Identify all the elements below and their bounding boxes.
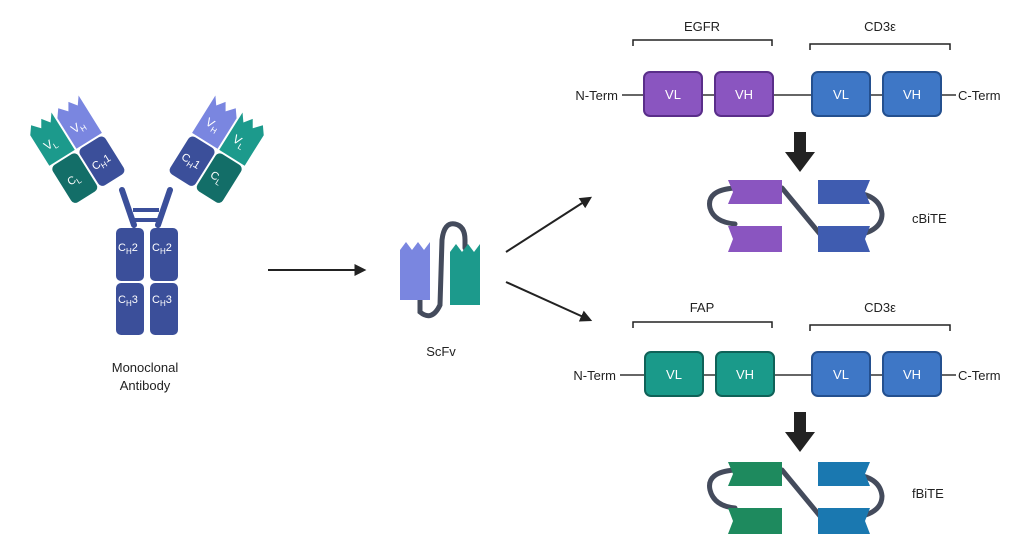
antibody-caption-line2: Antibody <box>120 378 171 393</box>
cbite-egfr-domain-upper <box>728 180 782 204</box>
down-arrow-top <box>785 132 815 172</box>
fbite-fap-domain-lower <box>728 508 782 534</box>
arrow-scfv-to-cbite <box>505 196 593 253</box>
fab-arm-right: VH VL CH1 CL <box>169 95 264 203</box>
cd3-vl-label-bottom: VL <box>833 367 849 382</box>
fap-vl-domain <box>644 351 704 397</box>
cbite-cd3-domain-lower <box>818 226 870 252</box>
cl-label-right: CL <box>207 169 225 188</box>
label-cd3-bottom: CD3ε <box>864 300 896 315</box>
arrow-scfv-to-fbite <box>505 281 593 322</box>
ch1-domain-right <box>169 136 215 186</box>
cd3-vh-domain-top <box>882 71 942 117</box>
cbite-structure <box>707 180 885 252</box>
n-term-bottom: N-Term <box>573 368 616 383</box>
vl-domain-right <box>219 112 264 166</box>
cbite-egfr-domain-lower <box>728 226 782 252</box>
vh-domain-left <box>57 95 102 149</box>
ch2-domain-right <box>150 228 178 281</box>
vl-domain-left <box>30 112 75 166</box>
label-fap: FAP <box>690 300 715 315</box>
fap-vh-domain <box>715 351 775 397</box>
egfr-vl-domain <box>643 71 703 117</box>
cl-label-left: CL <box>65 171 83 190</box>
bracket-egfr <box>632 39 773 46</box>
scfv-vl-domain <box>450 244 480 305</box>
fab-arm-left: VH VL CH1 CL <box>30 95 125 203</box>
cd3-vh-domain-bottom <box>882 351 942 397</box>
fap-vh-label: VH <box>736 367 754 382</box>
n-term-top: N-Term <box>575 88 618 103</box>
fap-vl-label: VL <box>666 367 682 382</box>
egfr-vl-label: VL <box>665 87 681 102</box>
fbite-cd3-domain-lower <box>818 508 870 534</box>
cd3-vl-label-top: VL <box>833 87 849 102</box>
ch3-label-right: CH3 <box>152 294 172 308</box>
egfr-vh-label: VH <box>735 87 753 102</box>
ch2-label-left: CH2 <box>118 242 138 256</box>
monoclonal-antibody: CH2 CH2 CH3 CH3 VH VL CH1 CL VH VL CH1 C… <box>30 95 264 393</box>
egfr-vh-domain <box>714 71 774 117</box>
scfv: ScFv <box>400 221 480 359</box>
scfv-vh-domain <box>400 242 430 300</box>
antibody-hinge <box>119 187 173 228</box>
ch1-label-left: CH1 <box>90 152 114 174</box>
construct-bottom: FAP CD3ε N-Term C-Term VL VH VL VH fBiTE <box>573 300 1001 534</box>
cbite-label: cBiTE <box>912 211 947 226</box>
ch3-label-left: CH3 <box>118 294 138 308</box>
cd3-vh-label-bottom: VH <box>903 367 921 382</box>
scfv-linker <box>417 221 468 319</box>
cd3-vl-domain-bottom <box>811 351 871 397</box>
ch3-domain-left <box>116 283 144 335</box>
cd3-vl-domain-top <box>811 71 871 117</box>
vh-domain-right <box>192 95 237 149</box>
down-arrow-bottom <box>785 412 815 452</box>
cl-domain-left <box>52 153 98 203</box>
fbite-label: fBiTE <box>912 486 944 501</box>
cd3-vh-label-top: VH <box>903 87 921 102</box>
fbite-fap-domain-upper <box>728 462 782 486</box>
construct-top: EGFR CD3ε N-Term C-Term VL VH VL VH cBiT… <box>575 19 1001 252</box>
cl-domain-right <box>196 153 242 203</box>
ch2-domain-left <box>116 228 144 281</box>
antibody-caption-line1: Monoclonal <box>112 360 179 375</box>
label-cd3-top: CD3ε <box>864 19 896 34</box>
scfv-caption: ScFv <box>426 344 456 359</box>
ch3-domain-right <box>150 283 178 335</box>
ch1-label-right: CH1 <box>178 151 202 173</box>
c-term-top: C-Term <box>958 88 1001 103</box>
ch2-label-right: CH2 <box>152 242 172 256</box>
c-term-bottom: C-Term <box>958 368 1001 383</box>
fbite-cd3-domain-upper <box>818 462 870 486</box>
cbite-cd3-domain-upper <box>818 180 870 204</box>
bracket-fap <box>632 321 773 328</box>
bracket-cd3-top <box>809 43 951 50</box>
label-egfr: EGFR <box>684 19 720 34</box>
fbite-structure <box>707 462 885 534</box>
ch1-domain-left <box>79 136 125 186</box>
bracket-cd3-bottom <box>809 324 951 331</box>
